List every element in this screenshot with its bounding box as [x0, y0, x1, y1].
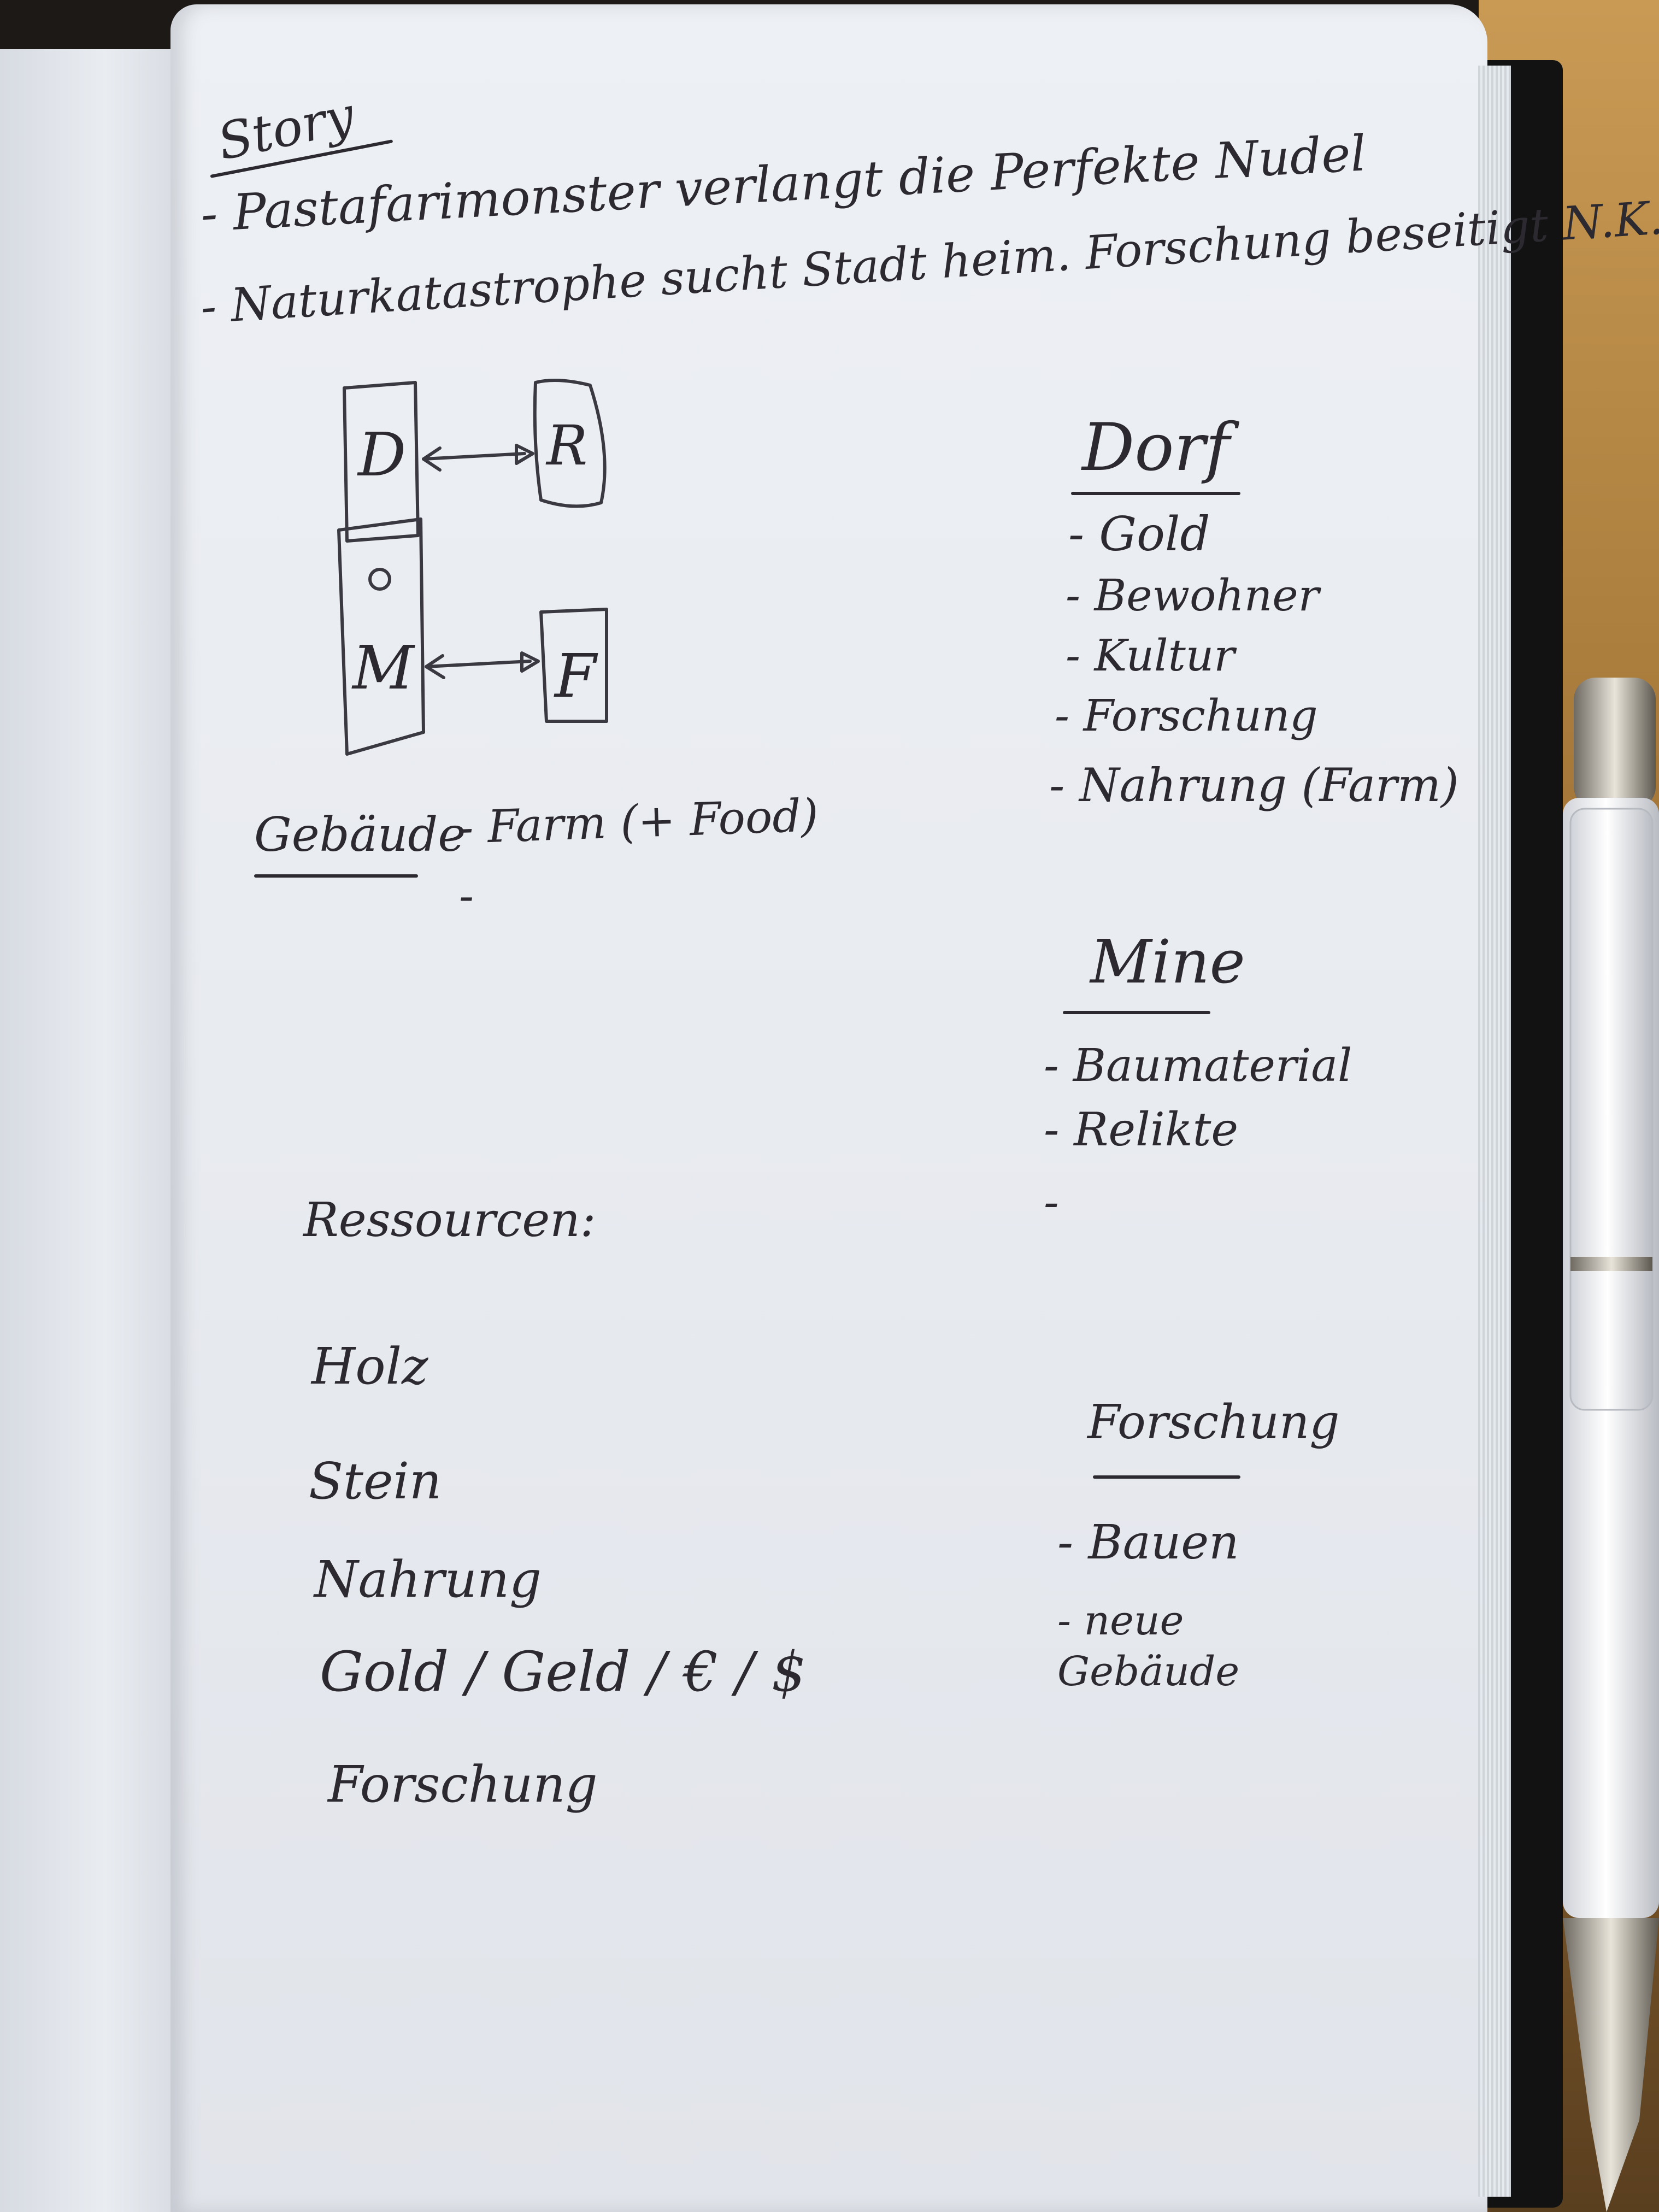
- dorf-heading-underline: [1071, 492, 1240, 495]
- notebook-right-page: [170, 4, 1487, 2212]
- sketch-box-d: [343, 381, 420, 543]
- gebaeude-item-2: -: [459, 870, 474, 921]
- gebaeude-item-1: - Farm (+ Food): [457, 790, 820, 854]
- ressourcen-item-3: Nahrung: [314, 1550, 542, 1609]
- sketch-arrow-f-m: [425, 660, 532, 668]
- forschung-heading: Forschung: [1087, 1395, 1340, 1450]
- ressourcen-item-5: Forschung: [328, 1755, 598, 1814]
- dorf-item-5: - Nahrung (Farm): [1049, 758, 1459, 812]
- forschung-item-1: - Bauen: [1057, 1515, 1239, 1570]
- dorf-item-3: - Kultur: [1066, 630, 1235, 681]
- pen-image: [1563, 678, 1659, 2212]
- notebook-page-stack: [1478, 66, 1511, 2197]
- sketch-arrow-r-d: [422, 452, 526, 461]
- dorf-item-2: - Bewohner: [1066, 570, 1319, 621]
- ressourcen-heading: Ressourcen:: [303, 1193, 596, 1248]
- mine-item-2: - Relikte: [1044, 1103, 1239, 1156]
- sketch-box-m: [337, 517, 425, 756]
- dorf-item-1: - Gold: [1068, 507, 1210, 562]
- mine-item-1: - Baumaterial: [1044, 1040, 1352, 1092]
- dorf-heading: Dorf: [1082, 410, 1230, 486]
- gebaeude-heading-underline: [254, 874, 418, 878]
- building-flow-sketch: D R M F: [337, 379, 608, 756]
- dorf-item-4: - Forschung: [1055, 690, 1318, 741]
- mine-item-3: -: [1044, 1176, 1059, 1228]
- mine-heading-underline: [1063, 1011, 1210, 1014]
- sketch-label-r: R: [545, 414, 587, 478]
- ressourcen-item-4: Gold / Geld / € / $: [320, 1640, 807, 1704]
- ressourcen-item-1: Holz: [311, 1337, 428, 1396]
- notebook-left-page: [0, 49, 175, 2212]
- gebaeude-heading: Gebäude: [254, 808, 466, 862]
- sketch-box-r: [533, 379, 607, 508]
- sketch-label-d: D: [357, 420, 406, 490]
- sketch-label-m: M: [351, 633, 415, 703]
- ressourcen-item-2: Stein: [309, 1452, 442, 1510]
- sketch-box-f: [539, 608, 608, 723]
- forschung-heading-underline: [1093, 1475, 1240, 1479]
- sketch-center-marker: [368, 568, 391, 591]
- sketch-label-f: F: [554, 641, 598, 711]
- mine-heading: Mine: [1090, 927, 1245, 997]
- forschung-item-2: - neue Gebäude: [1057, 1597, 1240, 1695]
